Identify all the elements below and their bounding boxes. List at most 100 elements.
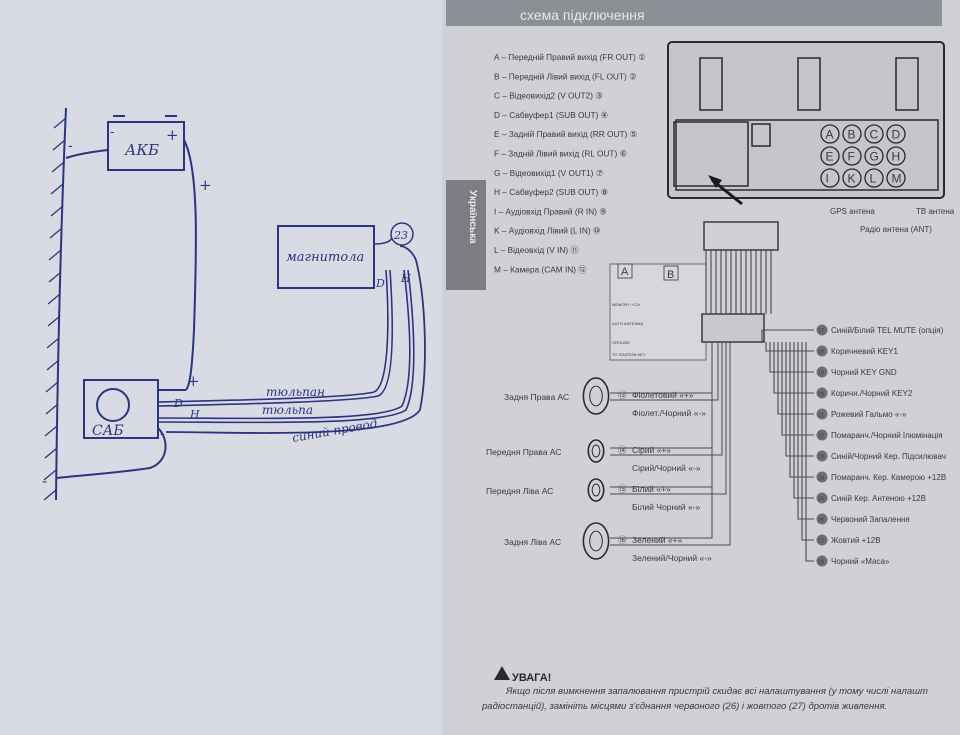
rca-jack-letter: M bbox=[892, 172, 902, 186]
side-tab bbox=[446, 180, 486, 290]
rca-jack bbox=[842, 124, 862, 144]
wire-label: Помаранч. Кер. Камерою +12В bbox=[831, 473, 946, 482]
sub-box bbox=[83, 379, 159, 439]
wire-badge bbox=[816, 387, 828, 399]
wire-line bbox=[781, 342, 814, 436]
rca-output-item: B – Передній Лівий вихід (FL OUT) ② bbox=[494, 71, 637, 81]
notebook-page: АКБ - + - + магнитола 23 D H САБ + D H bbox=[0, 0, 442, 735]
rca-jack bbox=[820, 146, 840, 166]
rca-jack bbox=[842, 146, 862, 166]
rca-jack bbox=[886, 124, 906, 144]
rca-jack-letter: H bbox=[892, 150, 901, 164]
wire-badge bbox=[816, 450, 828, 462]
svg-text:A: A bbox=[621, 266, 629, 278]
manual-header-title: схема підключення bbox=[520, 7, 645, 23]
rca-jack bbox=[864, 168, 884, 188]
rca-output-item: L – Відеовхід (V IN) ⑪ bbox=[494, 245, 579, 255]
wire-label: Помаранч./Чорний Ілюмінація bbox=[831, 431, 943, 440]
rca-jack bbox=[864, 146, 884, 166]
wire-label: Синій/Чорний Кер. Підсилювач bbox=[831, 452, 946, 461]
speaker-name: Задня Ліва АС bbox=[504, 537, 561, 547]
rca-output-item: E – Задній Правий вихід (RR OUT) ⑤ bbox=[494, 129, 637, 139]
rca-jack-letter: K bbox=[848, 172, 856, 186]
rca-jack-letter: D bbox=[892, 128, 901, 142]
wire-number: 23 bbox=[818, 455, 824, 461]
wire-label-tulip-2: тюльпа bbox=[262, 403, 313, 417]
speaker-number: ⑭ bbox=[618, 445, 627, 455]
speaker-number: ⑬ bbox=[618, 390, 627, 400]
wire-line bbox=[805, 342, 814, 562]
warning-title: УВАГА! bbox=[512, 672, 551, 684]
wire-line bbox=[793, 342, 814, 499]
speaker-positive-wire: Сірий «+» bbox=[632, 445, 671, 455]
wire-line bbox=[777, 342, 814, 415]
wire-line bbox=[769, 342, 814, 373]
svg-text:+: + bbox=[166, 126, 179, 144]
tv-label: ТВ антена bbox=[916, 207, 955, 216]
sub-label: САБ bbox=[92, 423, 124, 439]
side-tab-label: Українська bbox=[467, 190, 478, 244]
speaker-negative-wire: Сірий/Чорний «-» bbox=[632, 463, 701, 473]
speaker-positive-wire: Зелений «+» bbox=[632, 535, 683, 545]
wire-number: 21 bbox=[818, 413, 824, 419]
svg-text:MEMORY +12V: MEMORY +12V bbox=[612, 302, 641, 307]
rca-jack bbox=[820, 124, 840, 144]
rca-jack bbox=[886, 146, 906, 166]
wire-line bbox=[797, 342, 814, 520]
rca-output-item: I – Аудіовхід Правий (R IN) ⑨ bbox=[494, 206, 607, 216]
wire-badge bbox=[816, 534, 828, 546]
svg-text:B: B bbox=[667, 269, 674, 281]
rca-output-item: K – Аудіовхід Лівий (L IN) ⑩ bbox=[494, 226, 600, 236]
svg-text:D: D bbox=[173, 397, 183, 410]
wire-label: Чорний «Маса» bbox=[831, 557, 890, 566]
wire-number: 28 bbox=[818, 560, 824, 566]
wire-badge bbox=[816, 471, 828, 483]
svg-text:+: + bbox=[199, 176, 212, 194]
handwritten-diagram: АКБ - + - + магнитола 23 D H САБ + D H bbox=[42, 107, 426, 501]
wire-line bbox=[801, 342, 814, 541]
wire-label: Синій/Білий TEL MUTE (опція) bbox=[831, 326, 944, 335]
svg-text:AUTO ANTENNA: AUTO ANTENNA bbox=[612, 321, 643, 326]
svg-text:-: - bbox=[68, 138, 73, 154]
wire-label: Червоний Запалення bbox=[831, 515, 910, 524]
wire-number: 17 bbox=[818, 329, 824, 335]
manual-page: схема підключення Українська A – Передні… bbox=[442, 0, 960, 735]
svg-text:+: + bbox=[187, 372, 200, 390]
wire-number: 22 bbox=[818, 434, 824, 440]
wire-badge bbox=[816, 513, 828, 525]
speaker-icon bbox=[587, 439, 605, 463]
wire-number: 24 bbox=[818, 476, 824, 482]
wire-line bbox=[761, 329, 814, 342]
speaker-number: ⑯ bbox=[618, 535, 627, 545]
rca-output-list: A – Передній Правий вихід (FR OUT) ① B – … bbox=[494, 52, 646, 274]
wire-badge bbox=[816, 345, 828, 357]
wire-label: Коричневий KEY1 bbox=[831, 347, 898, 356]
battery-label: АКБ bbox=[124, 141, 159, 159]
rca-output-item: H – Сабвуфер2 (SUB OUT) ⑧ bbox=[494, 187, 608, 197]
wiring-manual: схема підключення Українська A – Передні… bbox=[446, 0, 955, 712]
rca-jack bbox=[886, 168, 906, 188]
head-unit-label: магнитола bbox=[286, 250, 364, 265]
svg-text:D: D bbox=[375, 277, 385, 290]
rca-jack-letter: B bbox=[848, 128, 856, 142]
wire-number: 19 bbox=[818, 371, 824, 377]
rca-jack bbox=[820, 168, 840, 188]
manual-header-bar bbox=[446, 0, 942, 26]
speaker-icon bbox=[587, 478, 605, 502]
rca-jack-letter: F bbox=[848, 150, 855, 164]
speaker-number: ⑮ bbox=[618, 484, 627, 494]
warning-line-2: радіостанцій), замініть місцями з'єднанн… bbox=[481, 701, 887, 712]
speaker-name: Передня Права АС bbox=[486, 447, 561, 457]
wire-line bbox=[785, 342, 814, 457]
battery-box bbox=[107, 121, 185, 171]
speaker-name: Передня Ліва АС bbox=[486, 486, 553, 496]
rca-output-item: F – Задній Лівий вихід (RL OUT) ⑥ bbox=[494, 149, 627, 159]
speaker-icon bbox=[582, 522, 610, 560]
wire-number: 27 bbox=[818, 539, 824, 545]
rca-output-item: A – Передній Правий вихід (FR OUT) ① bbox=[494, 52, 646, 62]
speaker-icon bbox=[582, 377, 610, 415]
wire-number: 20 bbox=[818, 392, 824, 398]
